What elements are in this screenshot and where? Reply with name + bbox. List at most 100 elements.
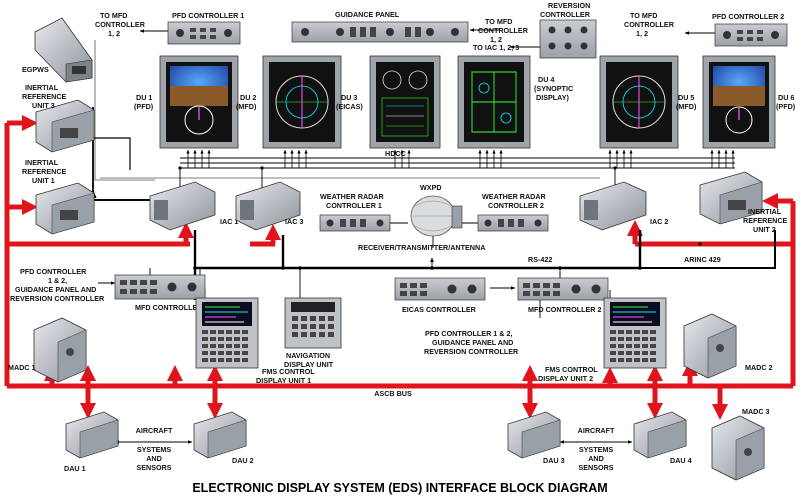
wxpd-label: WXPD [420, 183, 442, 192]
to-mfd-left-1: TO MFD [100, 11, 127, 20]
nav-du-label-2: DISPLAY UNIT [284, 360, 334, 369]
pfd-controller-1: PFD CONTROLLER 1 [167, 11, 244, 45]
madc-1-unit: MADC 1 [8, 317, 87, 383]
dau-3-label: DAU 3 [543, 456, 565, 465]
pfd-center-2: GUIDANCE PANEL AND [432, 338, 513, 347]
to-mfd-left-2: CONTROLLER [95, 20, 146, 29]
madc-3-label: MADC 3 [742, 407, 770, 416]
du-4-label-1: DU 4 [538, 75, 554, 84]
wx-antenna: WXPD RECEIVER/TRANSMITTER/ANTENNA [358, 183, 485, 252]
arinc429-label: ARINC 429 [684, 255, 721, 264]
dau-1-label: DAU 1 [64, 464, 86, 473]
iru-3-label-2: REFERENCE [22, 92, 67, 101]
du-5: DU 5 (MFD) [599, 55, 697, 149]
eicas-ctrl-label: EICAS CONTROLLER [402, 305, 477, 314]
to-mfd-left-3: 1, 2 [108, 29, 120, 38]
mfd-ctrl-1-label: MFD CONTROLLER 1 [135, 303, 208, 312]
iac-1-label: IAC 1 [220, 217, 238, 226]
pfd-center-3: REVERSION CONTROLLER [424, 347, 519, 356]
du-6: DU 6 (PFD) [702, 55, 796, 149]
iru-2-label-3: UNIT 2 [753, 225, 776, 234]
iru-2-label-2: REFERENCE [743, 216, 788, 225]
pfd-controller-1-label: PFD CONTROLLER 1 [172, 11, 244, 20]
wx-controller-2: WEATHER RADAR CONTROLLER 2 [477, 192, 549, 232]
reversion-controller: REVERSION CONTROLLER [539, 1, 597, 59]
sensors-right-1: AIRCRAFT [578, 426, 615, 435]
wx-ctrl-2-label-2: CONTROLLER 2 [488, 201, 544, 210]
madc-1-label: MADC 1 [8, 363, 36, 372]
pfd-center-1: PFD CONTROLLER 1 & 2, [425, 329, 512, 338]
du-3-label-1: DU 3 [341, 93, 357, 102]
fms-2-label-2: DISPLAY UNIT 2 [538, 374, 593, 383]
iru-3-label-1: INERTIAL [25, 83, 59, 92]
to-mfd-center-1: TO MFD [485, 17, 512, 26]
fms-1-label-2: DISPLAY UNIT 1 [256, 376, 311, 385]
du-1-label-2: (PFD) [134, 102, 154, 111]
iac-3-unit: IAC 3 [235, 181, 303, 231]
to-mfd-right-1: TO MFD [630, 11, 657, 20]
iru-3-label-3: UNIT 3 [32, 101, 55, 110]
sensors-right-4: SENSORS [578, 463, 613, 472]
ascb-label: ASCB BUS [374, 389, 412, 398]
to-mfd-right-3: 1, 2 [636, 29, 648, 38]
pfd-left-1: PFD CONTROLLER [20, 267, 87, 276]
pfd-controller-2: PFD CONTROLLER 2 [712, 12, 788, 47]
egpws-unit: EGPWS [22, 17, 93, 83]
nav-display-unit: NAVIGATION DISPLAY UNIT [284, 297, 342, 369]
guidance-panel: GUIDANCE PANEL [291, 10, 469, 43]
ascb-bus: ASCB BUS [4, 114, 796, 421]
fms-cdu-2: FMS CONTROL DISPLAY UNIT 2 [538, 297, 667, 383]
sensors-right-2: SYSTEMS [579, 445, 614, 454]
mfd-ctrl-2-label: MFD CONTROLLER 2 [528, 305, 601, 314]
mfd-controller-2: MFD CONTROLLER 2 [517, 277, 609, 314]
wx-ctrl-2-label-1: WEATHER RADAR [482, 192, 547, 201]
dau-4-unit: DAU 4 [633, 411, 692, 465]
iru-2-unit: INERTIAL REFERENCE UNIT 2 [699, 171, 788, 234]
dau-4-label: DAU 4 [670, 456, 692, 465]
reversion-label-1: REVERSION [548, 1, 590, 10]
fms-2-label-1: FMS CONTROL [545, 365, 598, 374]
egpws-label: EGPWS [22, 65, 49, 74]
iru-1-label-1: INERTIAL [25, 158, 59, 167]
iru-3-unit: INERTIAL REFERENCE UNIT 3 [22, 83, 95, 153]
du-3-label-2: (EICAS) [336, 102, 363, 111]
iru-1-unit: INERTIAL REFERENCE UNIT 1 [22, 158, 95, 235]
du-1-label-1: DU 1 [136, 93, 152, 102]
iac-2-label: IAC 2 [650, 217, 668, 226]
iac-3-label: IAC 3 [285, 217, 303, 226]
nav-du-label-1: NAVIGATION [286, 351, 330, 360]
du-2: DU 2 (MFD) [236, 55, 342, 149]
iac-2-unit: IAC 2 [579, 181, 668, 231]
madc-3-unit: MADC 3 [711, 407, 770, 481]
guidance-panel-label: GUIDANCE PANEL [335, 10, 400, 19]
du-5-label-2: (MFD) [676, 102, 697, 111]
wx-ctrl-1-label-2: CONTROLLER 1 [326, 201, 382, 210]
sensors-left-3: AND [146, 454, 162, 463]
du-6-label-1: DU 6 [778, 93, 794, 102]
du-4-label-2: (SYNOPTIC [534, 84, 573, 93]
diagram-title: ELECTRONIC DISPLAY SYSTEM (EDS) INTERFAC… [192, 481, 607, 495]
pfd-controller-2-label: PFD CONTROLLER 2 [712, 12, 784, 21]
du-2-label-2: (MFD) [236, 102, 257, 111]
iru-2-label-1: INERTIAL [748, 207, 782, 216]
hdcc-label: HDCC [385, 149, 406, 158]
iru-1-label-2: REFERENCE [22, 167, 67, 176]
rta-label: RECEIVER/TRANSMITTER/ANTENNA [358, 243, 485, 252]
fms-1-label-1: FMS CONTROL [262, 367, 315, 376]
madc-2-label: MADC 2 [745, 363, 773, 372]
sensors-left-2: SYSTEMS [137, 445, 172, 454]
to-mfd-center-2: CONTROLLER [478, 26, 529, 35]
du-1: DU 1 (PFD) [134, 55, 239, 149]
rs422-label: RS-422 [528, 255, 552, 264]
sensors-left-4: SENSORS [136, 463, 171, 472]
wx-ctrl-1-label-1: WEATHER RADAR [320, 192, 385, 201]
wx-controller-1: WEATHER RADAR CONTROLLER 1 [319, 192, 391, 232]
pfd-left-4: REVERSION CONTROLLER [10, 294, 105, 303]
du-3: DU 3 (EICAS) [336, 55, 441, 149]
signal-lines [89, 28, 776, 444]
du-4-label-3: DISPLAY) [536, 93, 569, 102]
to-mfd-right-2: CONTROLLER [624, 20, 675, 29]
du-4: DU 4 (SYNOPTIC DISPLAY) [457, 55, 573, 149]
du-5-label-1: DU 5 [678, 93, 694, 102]
